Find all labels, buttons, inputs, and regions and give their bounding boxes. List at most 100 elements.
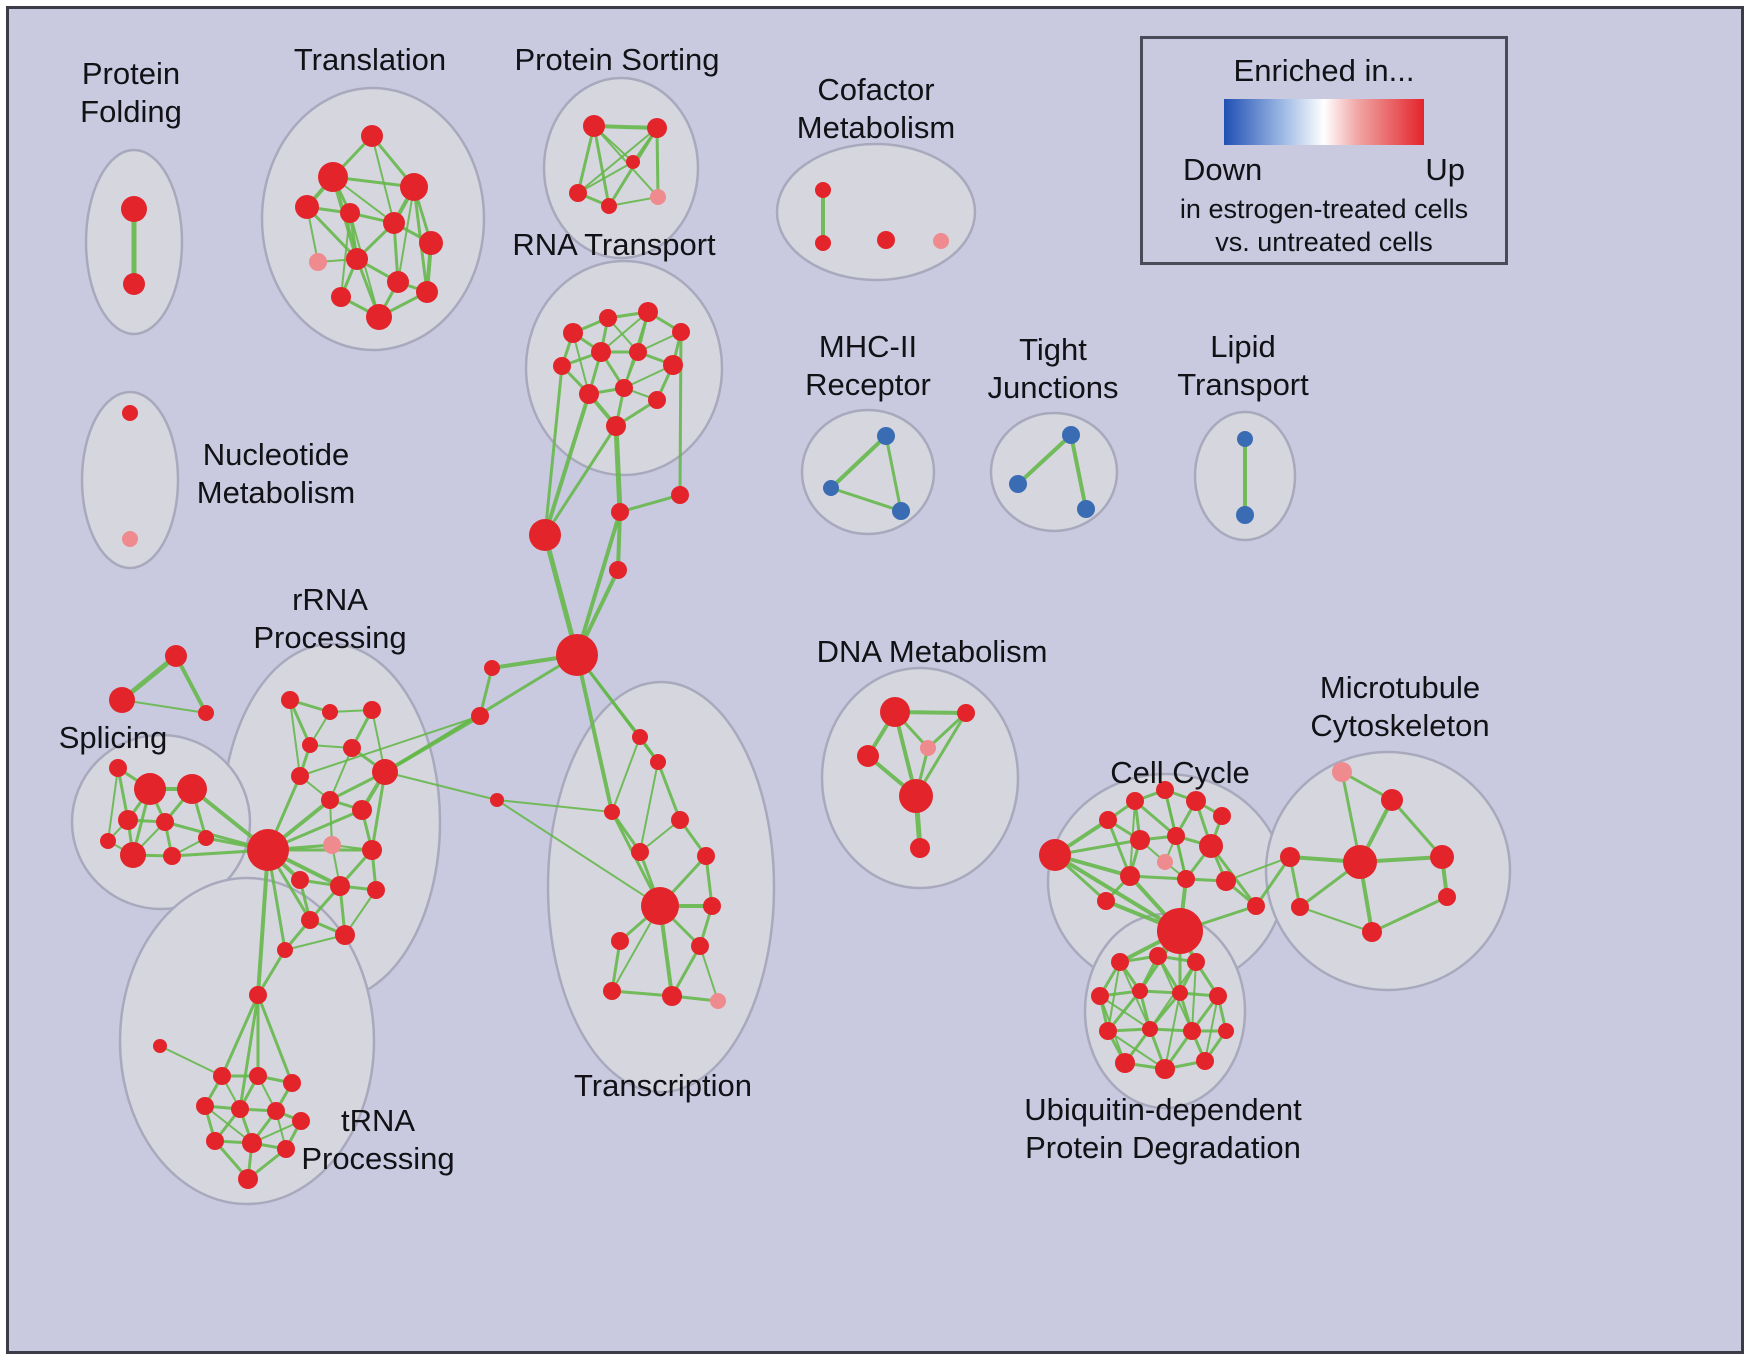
node: [1172, 985, 1188, 1001]
edge: [608, 196, 659, 207]
node: [153, 1039, 167, 1053]
node: [1187, 953, 1205, 971]
node: [556, 634, 598, 676]
node: [1280, 847, 1300, 867]
node: [1186, 791, 1206, 811]
node: [331, 287, 351, 307]
node: [583, 115, 605, 137]
cluster-label-rna-transport: RNA Transport: [512, 227, 716, 262]
node: [165, 645, 187, 667]
node: [1132, 983, 1148, 999]
cluster-label-translation: Translation: [294, 42, 446, 77]
node: [877, 231, 895, 249]
node: [1362, 922, 1382, 942]
node: [591, 342, 611, 362]
edge: [1390, 798, 1444, 859]
node: [1126, 792, 1144, 810]
node: [1167, 827, 1185, 845]
node: [1156, 781, 1174, 799]
node: [1216, 871, 1236, 891]
node: [920, 740, 936, 756]
node: [346, 248, 368, 270]
edge: [289, 699, 301, 777]
legend-up-label: Up: [1425, 152, 1465, 187]
node: [671, 486, 689, 504]
node: [1209, 987, 1227, 1005]
node: [352, 800, 372, 820]
node: [1196, 1052, 1214, 1070]
node: [1009, 475, 1027, 493]
node: [196, 1097, 214, 1115]
edge: [371, 135, 395, 224]
node: [880, 697, 910, 727]
edge: [1370, 895, 1449, 934]
edge: [1016, 433, 1073, 486]
node: [120, 842, 146, 868]
node: [122, 405, 138, 421]
node: [123, 273, 145, 295]
node: [632, 729, 648, 745]
cluster-ellipse-nucleotide-metabolism: [80, 390, 180, 570]
node: [603, 982, 621, 1000]
edge: [577, 161, 634, 194]
cluster-ellipse-mhc-ii-receptor: [800, 408, 936, 536]
node: [1237, 431, 1253, 447]
legend: Enriched in... Down Up in estrogen-treat…: [1140, 36, 1508, 265]
node: [671, 811, 689, 829]
node: [697, 847, 715, 865]
node: [579, 384, 599, 404]
node: [933, 233, 949, 249]
node: [703, 897, 721, 915]
node: [892, 502, 910, 520]
cluster-label-protein-sorting: Protein Sorting: [514, 42, 719, 77]
node: [823, 480, 839, 496]
node: [1039, 839, 1071, 871]
node: [1099, 811, 1117, 829]
edge: [572, 332, 590, 395]
node: [691, 937, 709, 955]
edge: [1099, 995, 1151, 1030]
node: [362, 840, 382, 860]
edge: [543, 392, 591, 537]
edge: [576, 124, 596, 195]
edge: [1299, 906, 1373, 933]
node: [1142, 1021, 1158, 1037]
node: [281, 691, 299, 709]
node: [648, 391, 666, 409]
edge: [305, 205, 359, 261]
edge: [256, 993, 294, 1085]
node: [302, 737, 318, 753]
node: [291, 767, 309, 785]
edge: [611, 736, 641, 813]
node: [662, 986, 682, 1006]
node: [321, 791, 339, 809]
node: [291, 871, 309, 889]
node: [267, 1102, 285, 1120]
node: [419, 231, 443, 255]
edge: [543, 424, 618, 537]
edge: [618, 493, 682, 514]
node: [156, 813, 174, 831]
edge: [699, 945, 719, 1002]
edge: [616, 510, 622, 572]
node: [1177, 870, 1195, 888]
edge: [496, 799, 661, 907]
node: [877, 427, 895, 445]
node: [1332, 762, 1352, 782]
node: [553, 357, 571, 375]
node: [1097, 892, 1115, 910]
cluster-ellipse-transcription: [546, 680, 776, 1094]
node: [641, 887, 679, 925]
edge: [284, 934, 346, 951]
node: [611, 503, 629, 521]
node: [295, 195, 319, 219]
node: [247, 829, 289, 871]
node: [109, 759, 127, 777]
cluster-ellipse-tight-junctions: [989, 411, 1119, 533]
